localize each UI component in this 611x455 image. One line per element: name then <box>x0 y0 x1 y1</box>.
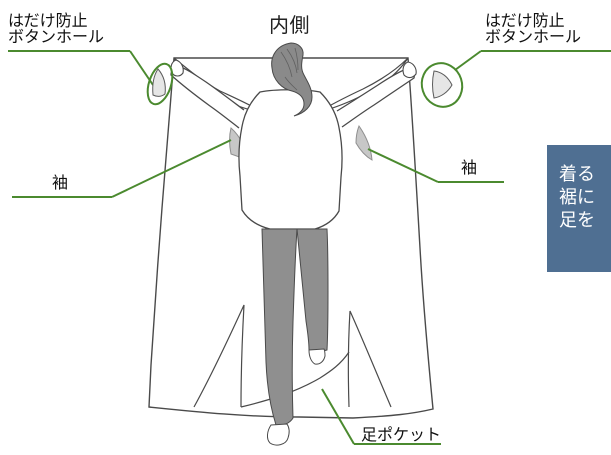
inner-pocket-center <box>240 351 350 408</box>
instruction-note-text: 着る 裾に 足を <box>559 163 595 232</box>
right-hand <box>402 61 417 79</box>
instruction-line-1: 着る <box>559 164 595 185</box>
instruction-line-3: 足を <box>559 210 595 231</box>
right-hold-pointer <box>454 50 482 71</box>
right-sleeve-shadow <box>355 124 373 161</box>
left-sleeve-pointer <box>111 139 232 198</box>
sleeve-right-label: 袖 <box>461 158 478 177</box>
right-sleeve-pointer <box>367 148 439 183</box>
left-foot <box>267 423 290 446</box>
sleeve-left-label: 袖 <box>52 173 69 192</box>
instruction-line-2: 裾に <box>559 187 595 208</box>
hair <box>271 42 313 117</box>
right-foot <box>308 348 326 365</box>
hold-left-label-line2: ボタンホール <box>8 27 105 46</box>
left-hand <box>170 59 184 77</box>
hold-left-label-line1: はだけ防止 <box>8 11 88 30</box>
inner-fold-left <box>193 304 245 408</box>
person-torso <box>238 89 343 230</box>
left-hold-shape <box>152 68 166 97</box>
left-hold-highlight <box>146 62 174 106</box>
instruction-note: 着る 裾に 足を <box>547 145 611 272</box>
hold-right-label-line2: ボタンホール <box>485 27 582 46</box>
foot-pocket-label: 足ポケット <box>361 425 442 444</box>
right-hold-highlight <box>420 62 464 108</box>
foot-pocket-pointer <box>321 388 355 445</box>
inner-fold-right <box>347 310 392 408</box>
hair-lines <box>280 47 299 91</box>
right-hold-shape <box>432 70 453 99</box>
inside-label: 内側 <box>269 13 310 37</box>
hold-right-label-line1: はだけ防止 <box>485 11 565 30</box>
